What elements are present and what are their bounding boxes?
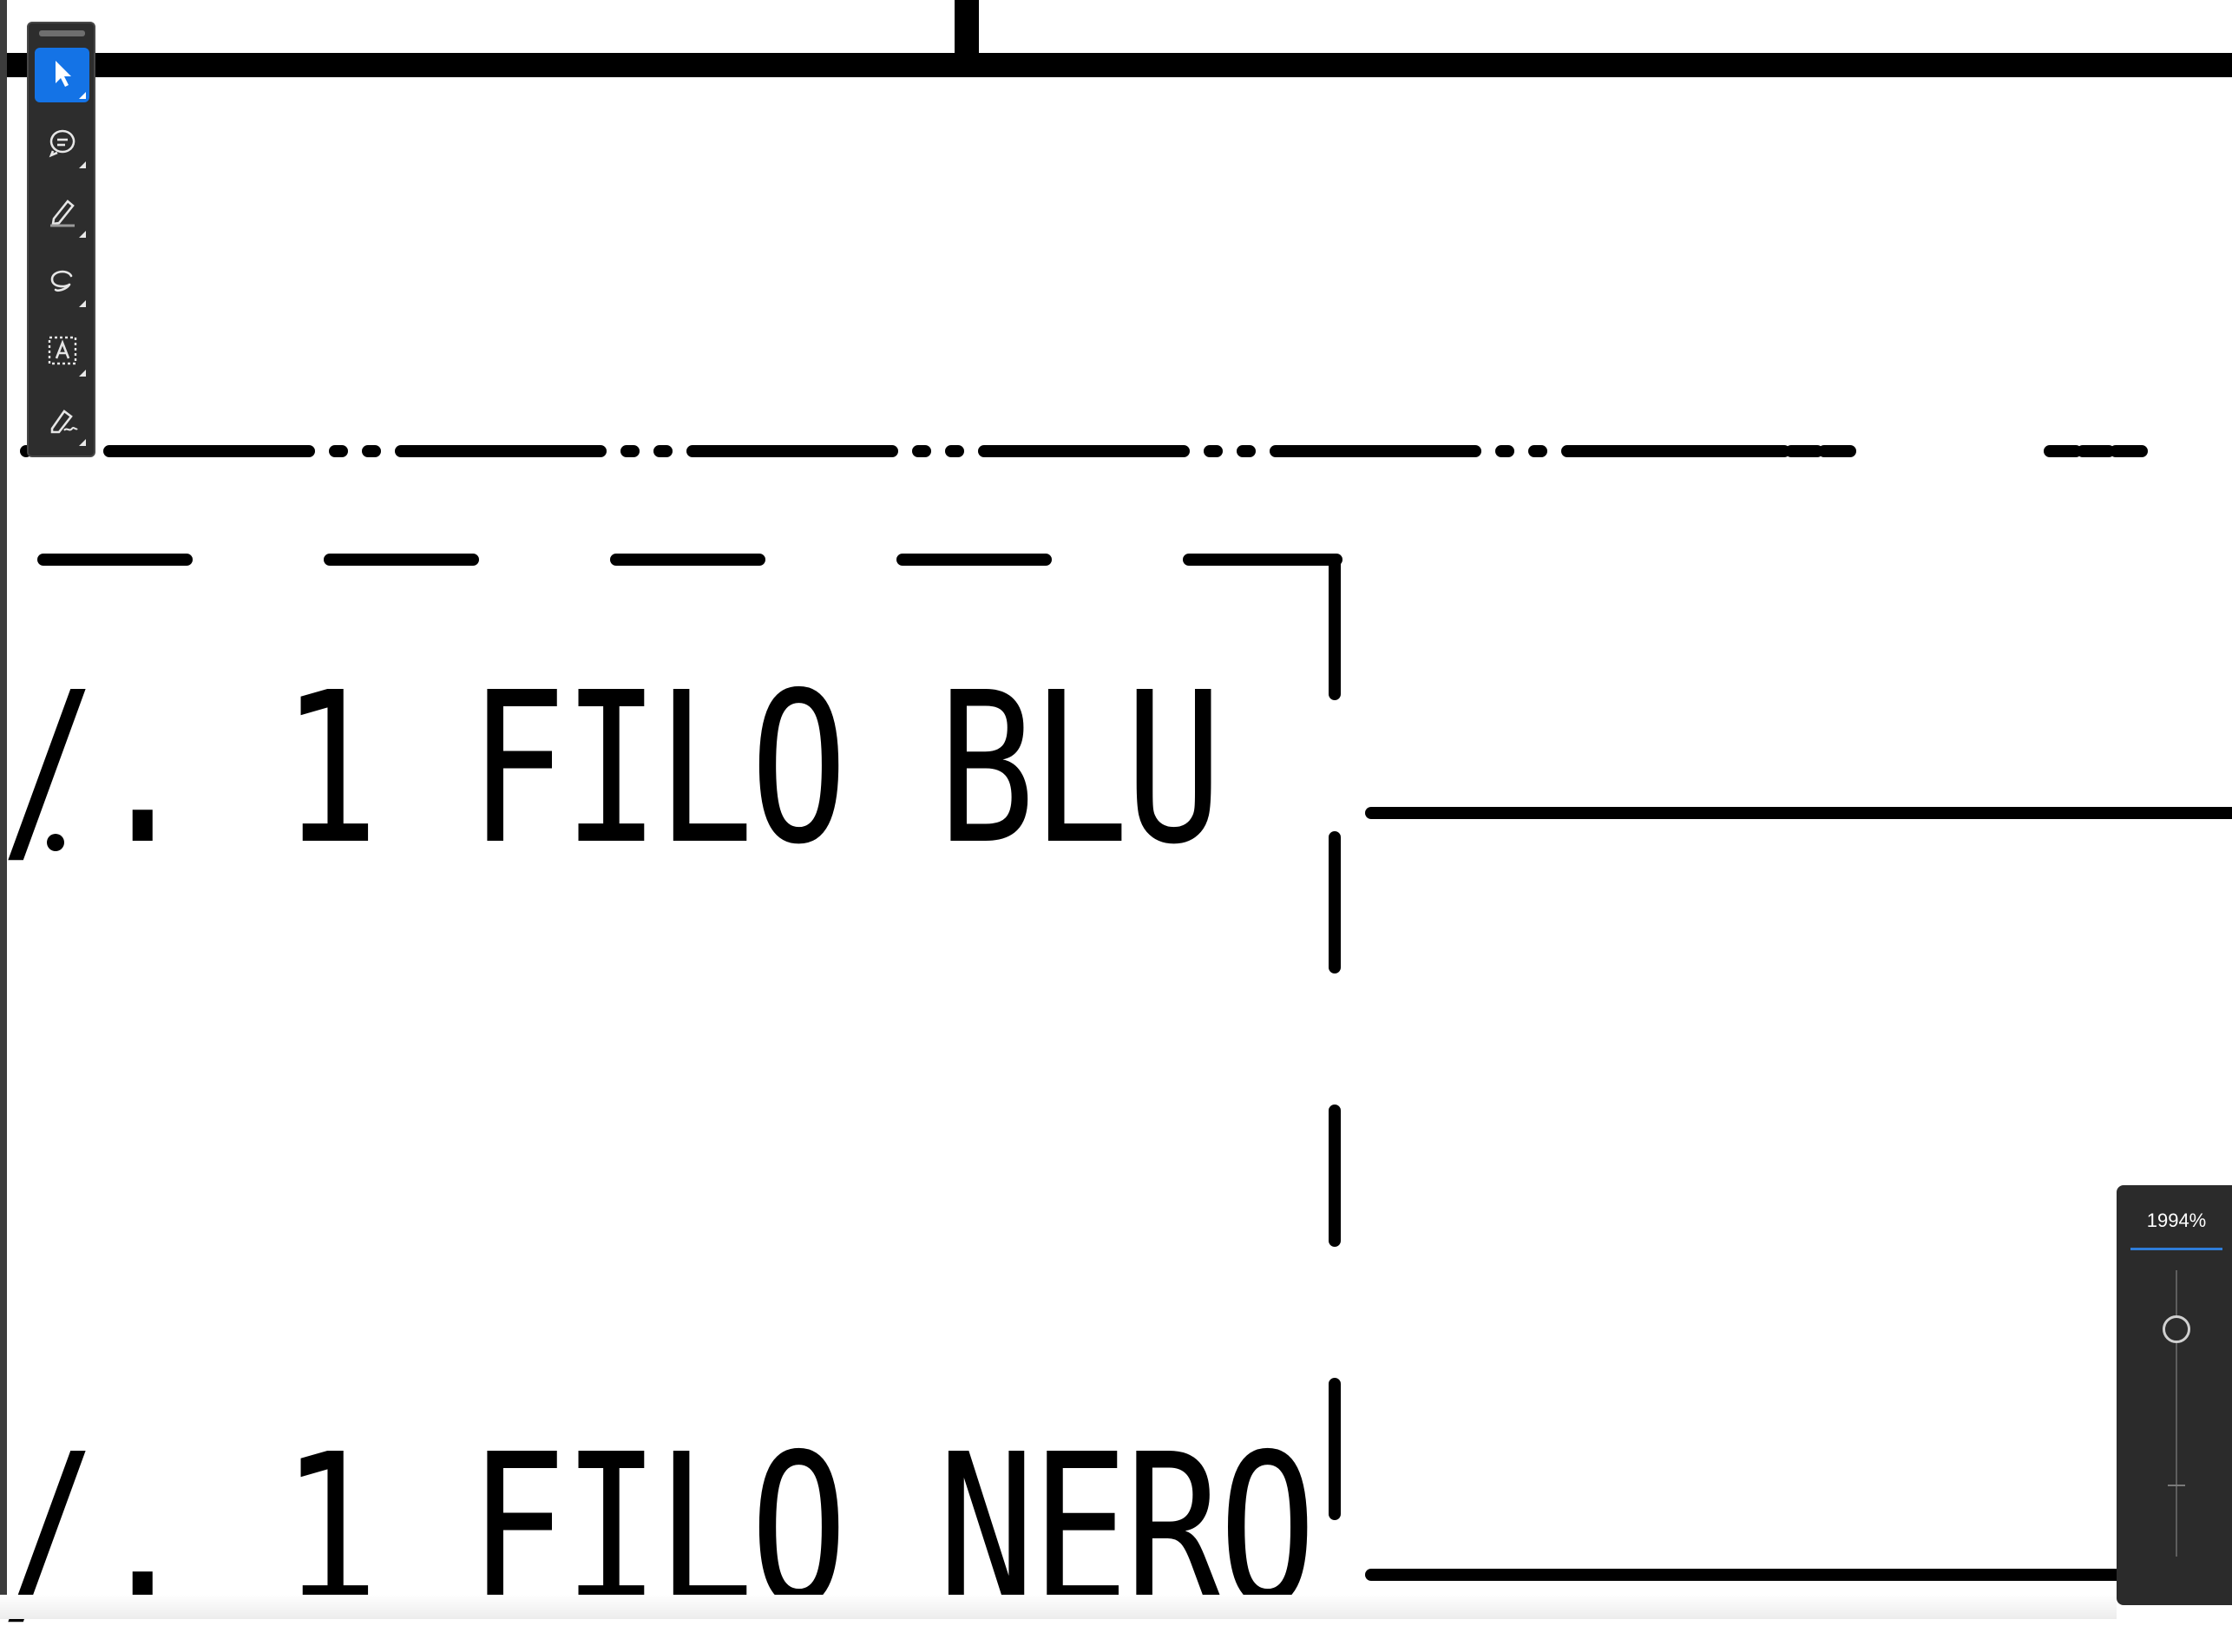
sign-tool-button[interactable] [35,395,89,449]
zoom-slider-track[interactable] [2176,1270,2177,1557]
window-left-edge [0,0,7,1619]
zoom-slider-handle[interactable] [2163,1315,2190,1343]
drawing-label-black: /. 1 FILO NERO [0,1409,1316,1652]
tool-palette [27,22,95,457]
freehand-loop-icon [45,264,80,303]
draw-tool-button[interactable] [35,256,89,311]
bottom-scroll-edge [0,1595,2117,1619]
zoom-slider-tick [2168,1485,2185,1486]
speech-bubble-icon [45,125,80,164]
zoom-level-value[interactable]: 1994% [2146,1210,2207,1231]
highlight-tool-button[interactable] [35,187,89,241]
zoom-value-underline [2130,1248,2222,1250]
dot-mark-1 [47,834,64,851]
text-tool-button[interactable] [35,325,89,380]
palette-drag-grip[interactable] [39,30,85,36]
drawing-label-blue: /. 1 FILO BLU [0,647,1223,890]
text-box-icon [45,333,80,372]
signature-pen-icon [45,403,80,442]
highlighter-icon [45,194,80,233]
arrow-pointer-icon [45,56,80,95]
zoom-panel: 1994% [2117,1185,2232,1605]
select-tool-button[interactable] [35,48,89,102]
comment-tool-button[interactable] [35,117,89,172]
